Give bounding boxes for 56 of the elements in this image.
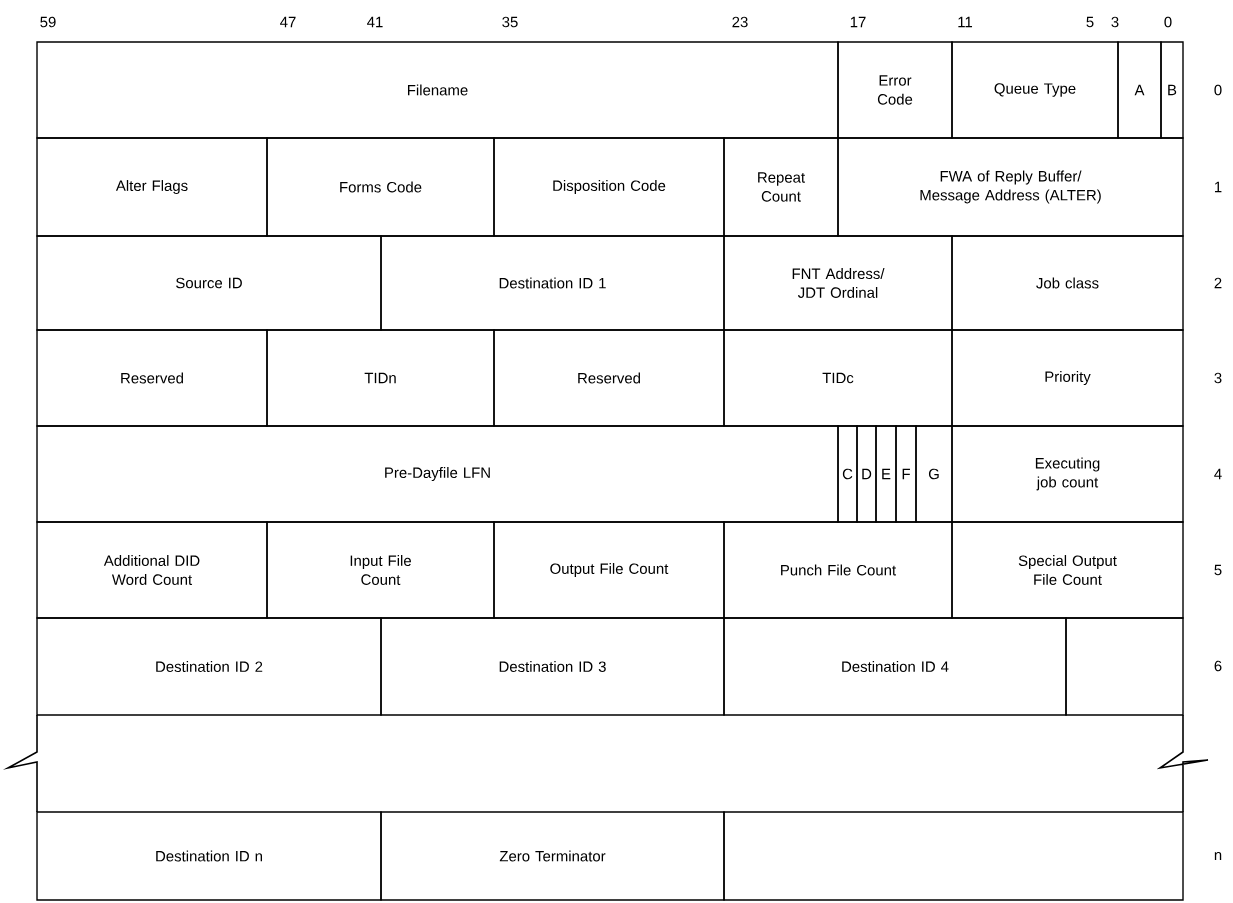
field-cell: Input File Count xyxy=(266,521,495,619)
field-cell: Filename xyxy=(36,41,839,139)
field-cell: Error Code xyxy=(837,41,953,139)
empty-cell xyxy=(723,811,1184,901)
bit-number: 35 xyxy=(502,16,518,28)
field-cell: Pre-Dayfile LFN xyxy=(36,425,839,523)
field-cell: Source ID xyxy=(36,235,382,331)
field-cell: F xyxy=(895,425,917,523)
word-number: 1 xyxy=(1215,181,1222,193)
field-cell: Reserved xyxy=(493,329,725,427)
bit-number: 0 xyxy=(1164,16,1172,28)
bit-number: 47 xyxy=(280,16,296,28)
field-cell: Output File Count xyxy=(493,521,725,619)
field-cell: C xyxy=(837,425,858,523)
field-cell: Destination ID n xyxy=(36,811,382,901)
bit-number: 17 xyxy=(850,16,866,28)
bit-number: 41 xyxy=(367,16,383,28)
field-cell: Executing job count xyxy=(951,425,1184,523)
field-cell: Additional DID Word Count xyxy=(36,521,268,619)
field-cell: Priority xyxy=(951,329,1184,427)
bit-number: 5 xyxy=(1086,16,1094,28)
word-number: n xyxy=(1214,852,1222,860)
field-cell: FNT Address/ JDT Ordinal xyxy=(723,235,953,331)
field-cell: B xyxy=(1160,41,1184,139)
word-number: 3 xyxy=(1214,372,1222,384)
field-cell: Forms Code xyxy=(266,137,495,237)
field-cell: Destination ID 1 xyxy=(380,235,725,331)
field-cell: Destination ID 2 xyxy=(36,617,382,716)
field-cell: A xyxy=(1117,41,1162,139)
field-cell: Destination ID 4 xyxy=(723,617,1067,716)
word-number: 4 xyxy=(1214,468,1222,480)
bit-number: 11 xyxy=(958,16,973,28)
field-cell: Repeat Count xyxy=(723,137,839,237)
bit-number: 59 xyxy=(40,16,56,28)
word-number: 0 xyxy=(1214,84,1222,96)
field-cell: Special Output File Count xyxy=(951,521,1184,619)
bit-number: 23 xyxy=(732,16,748,28)
field-cell: Zero Terminator xyxy=(380,811,725,901)
field-cell: Disposition Code xyxy=(493,137,725,237)
empty-cell xyxy=(1065,617,1184,716)
field-cell: TIDn xyxy=(266,329,495,427)
field-cell: Alter Flags xyxy=(36,137,268,237)
bit-number: 3 xyxy=(1111,16,1119,28)
word-number: 5 xyxy=(1214,564,1222,576)
field-cell: TIDc xyxy=(723,329,953,427)
field-cell: Job class xyxy=(951,235,1184,331)
field-cell: Punch File Count xyxy=(723,521,953,619)
field-cell: FWA of Reply Buffer/ Message Address (ALTER) xyxy=(837,137,1184,237)
word-number: 2 xyxy=(1214,277,1222,289)
field-cell: Queue Type xyxy=(951,41,1119,139)
field-cell: Destination ID 3 xyxy=(380,617,725,716)
field-cell: E xyxy=(875,425,897,523)
field-cell: D xyxy=(856,425,877,523)
word-number: 6 xyxy=(1214,660,1222,672)
field-cell: G xyxy=(915,425,953,523)
field-cell: Reserved xyxy=(36,329,268,427)
